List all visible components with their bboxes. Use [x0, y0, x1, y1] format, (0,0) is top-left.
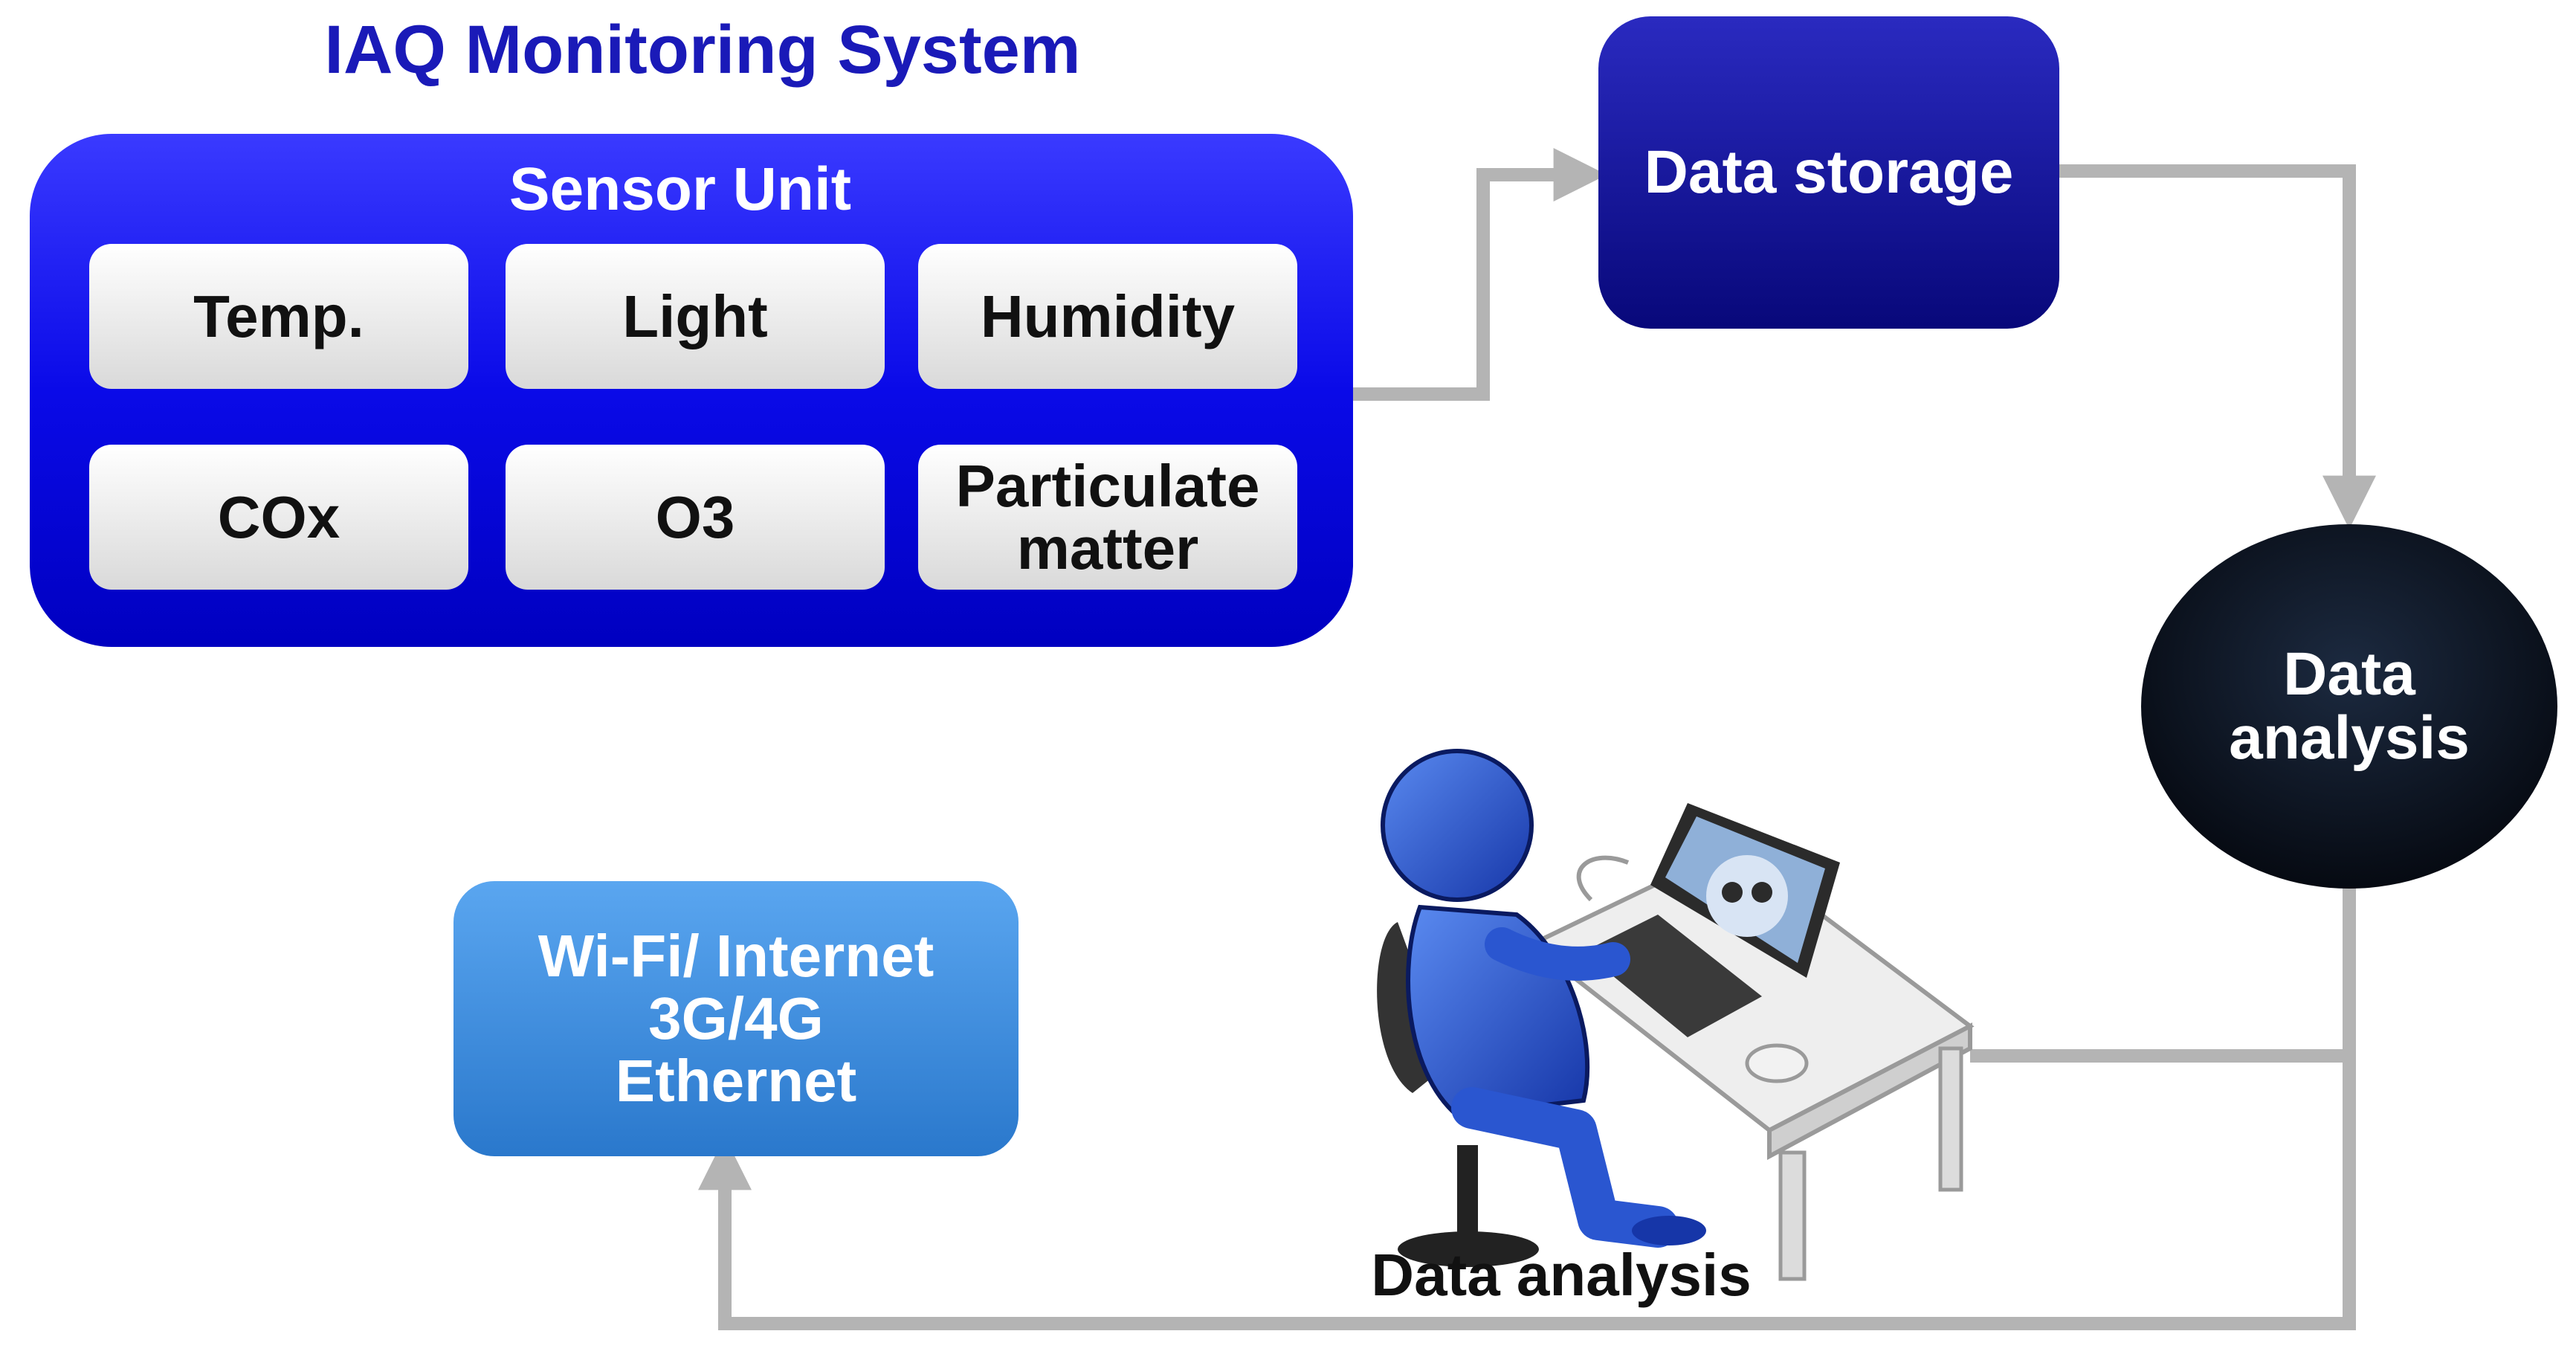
data-analysis-node-label: Data analysis	[2141, 550, 2557, 863]
sensor-cell-particulate	[918, 445, 1297, 590]
sensor-label-particulate: Particulate matter	[955, 452, 1260, 581]
sensor-label-light: Light	[622, 283, 768, 349]
sensor-label-o3: O3	[655, 483, 735, 550]
analysis-node-line-1: Data	[2283, 639, 2415, 708]
network-label: Wi-Fi/ Internet 3G/4G Ethernet	[453, 881, 1019, 1156]
sensor-cell-light	[506, 244, 885, 389]
sensor-cell-temp	[89, 244, 468, 389]
sensor-grid	[89, 244, 1297, 590]
sensor-label-humidity: Humidity	[980, 283, 1236, 349]
diagram-title: IAQ Monitoring System	[324, 11, 1081, 88]
connector-unit-to-storage	[1353, 148, 1607, 401]
data-storage-box	[1598, 16, 2059, 329]
network-line-3: Ethernet	[615, 1048, 857, 1114]
connector-loop-to-network	[698, 877, 2356, 1330]
sensor-cell-o3	[506, 445, 885, 590]
sensor-label-temp: Temp.	[193, 283, 364, 349]
data-analysis-node	[2141, 524, 2557, 889]
network-box	[453, 881, 1019, 1156]
sensor-cell-humidity	[918, 244, 1297, 389]
sensor-cell-cox	[89, 445, 468, 590]
data-storage-label: Data storage	[1644, 138, 2014, 206]
network-line-1: Wi-Fi/ Internet	[538, 923, 934, 989]
connectors	[698, 148, 2376, 1330]
network-line-2: 3G/4G	[648, 985, 824, 1051]
analysis-node-line-2: analysis	[2229, 704, 2470, 772]
analyst-caption: Data analysis	[1371, 1242, 1752, 1308]
sensor-label-cox: COx	[217, 483, 340, 550]
sensor-unit-title: Sensor Unit	[509, 155, 852, 223]
analyst-at-computer-icon	[1377, 749, 1975, 1281]
connector-storage-to-analysis	[2059, 164, 2376, 529]
